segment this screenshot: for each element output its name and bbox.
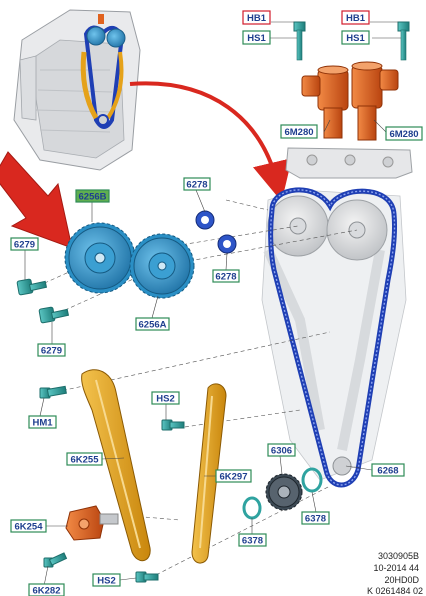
footer-line-1: 3030905B <box>378 551 419 561</box>
svg-text:6M280: 6M280 <box>389 129 418 140</box>
svg-text:6279: 6279 <box>41 346 62 357</box>
chain-guide-6k297 <box>191 383 227 564</box>
svg-text:6K297: 6K297 <box>220 472 248 483</box>
label-hs2-bottom: HS2 <box>92 573 121 587</box>
crank-sprocket-ghost <box>332 456 352 476</box>
chain-tensioner-6k254 <box>65 505 119 541</box>
label-6256a: 6256A <box>135 317 170 331</box>
svg-text:6279: 6279 <box>14 240 35 251</box>
label-6268: 6268 <box>371 463 405 477</box>
svg-text:6378: 6378 <box>305 514 326 525</box>
label-hs1-right: HS1 <box>341 30 370 45</box>
sprocket-bolt-top <box>16 278 48 296</box>
label-hm1: HM1 <box>28 415 57 429</box>
svg-text:6256A: 6256A <box>139 320 167 331</box>
sprocket-bolt-bottom <box>38 306 70 324</box>
svg-text:6278: 6278 <box>186 180 207 191</box>
cam-sprocket-6256b <box>64 222 136 294</box>
svg-text:HS1: HS1 <box>346 33 365 44</box>
svg-text:HS2: HS2 <box>156 394 174 405</box>
cam-sprocket-ghost-left <box>267 195 329 257</box>
solenoid-bolt-left <box>293 21 306 61</box>
crank-washer-6378-left <box>242 496 262 520</box>
crank-washer-6378-right <box>301 467 323 493</box>
svg-text:6378: 6378 <box>242 536 263 547</box>
label-6k282: 6K282 <box>28 583 65 596</box>
label-hb1-left: HB1 <box>242 10 271 25</box>
svg-text:HM1: HM1 <box>32 418 53 429</box>
guide-bolt-hs2-bot <box>135 571 159 583</box>
svg-text:HS1: HS1 <box>247 33 266 44</box>
svg-text:HS2: HS2 <box>97 576 115 587</box>
label-6306: 6306 <box>267 443 296 457</box>
tensioner-bolt-6k282 <box>43 552 68 568</box>
label-6k297: 6K297 <box>215 469 252 483</box>
engine-block <box>13 9 141 171</box>
footer-line-4: K 0261484 02 <box>367 586 423 596</box>
label-6378-right: 6378 <box>301 511 330 525</box>
label-hs1-left: HS1 <box>242 30 271 45</box>
solenoid-bolt-right <box>397 21 410 61</box>
svg-text:6K254: 6K254 <box>15 522 44 533</box>
seal-6278-top <box>195 210 215 230</box>
label-6278-top: 6278 <box>183 177 211 191</box>
label-hb1-right: HB1 <box>341 10 370 25</box>
red-curved-arrow <box>129 81 292 202</box>
svg-text:6268: 6268 <box>377 466 398 477</box>
svg-text:6K282: 6K282 <box>33 586 61 596</box>
footer-line-2: 10-2014 44 <box>373 563 419 573</box>
engine-timing-chain-mini <box>80 14 126 129</box>
big-red-arrow-icon <box>0 151 73 249</box>
svg-text:6306: 6306 <box>271 446 292 457</box>
label-6k254: 6K254 <box>10 519 47 533</box>
label-6278-mid: 6278 <box>212 269 240 283</box>
footer-line-3: 20HD0D <box>384 575 419 585</box>
label-6m280-left: 6M280 <box>280 124 318 139</box>
label-hs2-top: HS2 <box>151 391 180 405</box>
guide-bolt-hs2-top <box>161 419 185 431</box>
svg-text:6278: 6278 <box>215 272 236 283</box>
label-6m280-right: 6M280 <box>385 126 423 141</box>
label-6k255: 6K255 <box>66 452 103 466</box>
crank-sprocket-6306 <box>265 473 303 511</box>
camshaft-bearing-cap <box>285 147 413 179</box>
svg-text:6256B: 6256B <box>79 192 107 203</box>
reference-footer: 3030905B 10-2014 44 20HD0D K 0261484 02 <box>367 551 423 596</box>
vct-solenoid-left <box>301 65 349 139</box>
svg-text:6M280: 6M280 <box>284 127 313 138</box>
guide-bolt-hm1 <box>39 385 67 399</box>
label-6279-bottom: 6279 <box>37 343 66 357</box>
seal-6278-mid <box>217 234 237 254</box>
cam-sprocket-6256a <box>129 233 195 299</box>
chain-guide-6k255 <box>81 369 151 562</box>
label-6279-top: 6279 <box>10 237 39 251</box>
svg-text:HB1: HB1 <box>346 13 366 24</box>
label-6256b: 6256B <box>75 189 110 203</box>
svg-text:6K255: 6K255 <box>71 455 100 466</box>
svg-text:HB1: HB1 <box>247 13 267 24</box>
label-6378-left: 6378 <box>238 533 267 547</box>
vct-solenoid-right <box>351 61 399 141</box>
